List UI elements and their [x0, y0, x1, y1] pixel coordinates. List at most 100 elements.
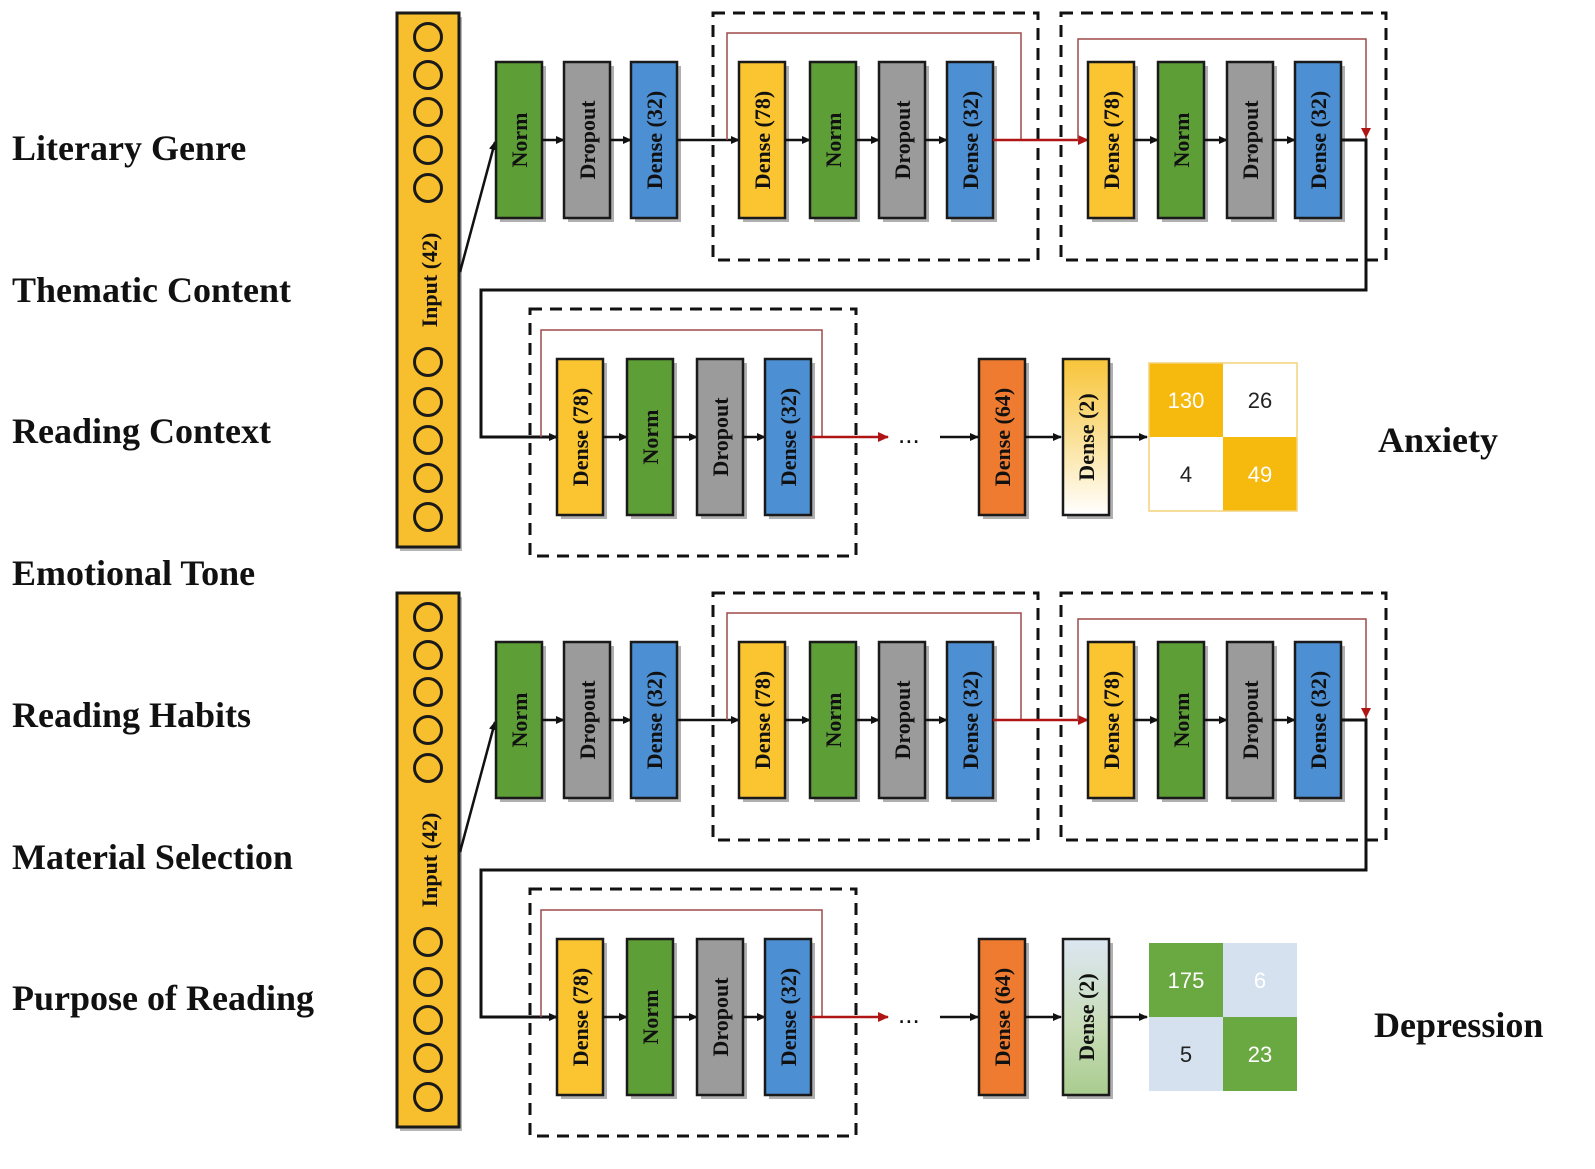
net1-block-c-dropout-label: Dropout [708, 397, 733, 477]
net1-block-b-dropout: Dropout [1225, 60, 1277, 222]
net2-ellipsis: ... [898, 999, 920, 1029]
net2-matrix-value-r0c0: 175 [1168, 968, 1205, 993]
net2-residual-arrowhead-b [1361, 708, 1371, 718]
net1-matrix-value-r0c1: 26 [1248, 388, 1272, 413]
net2-row-wrap-connector [479, 718, 1368, 1019]
net1-block-b-dense-78: Dense (78) [1086, 60, 1138, 222]
net1-stage1-norm-label: Norm [507, 113, 532, 168]
net2-matrix-value-r1c1: 23 [1248, 1042, 1272, 1067]
net1-block-c-dense-78-label: Dense (78) [568, 388, 593, 486]
net1-matrix-cell [1149, 363, 1223, 437]
net2-residual-block-c [528, 887, 858, 1138]
net2-input-neuron [413, 753, 443, 783]
net1-block-a-dropout: Dropout [877, 60, 929, 222]
net1-residual-block-b [1059, 11, 1388, 262]
net2-residual-skip-b [1077, 618, 1367, 720]
net1-block-c-dense-32-label: Dense (32) [776, 388, 801, 486]
net1-block-a-dense-32-label: Dense (32) [958, 91, 983, 189]
feature-label-thematic-content: Thematic Content [12, 270, 291, 310]
net1-matrix-value-r1c1: 49 [1248, 462, 1272, 487]
net1-matrix-cell [1223, 363, 1297, 437]
net1-block-c-dense-78: Dense (78) [555, 357, 607, 519]
net1-block-c-dense-32: Dense (32) [763, 357, 815, 519]
net1-row-wrap-connector [479, 138, 1368, 439]
net1-stage1-dropout-label: Dropout [575, 100, 600, 180]
net1-stage1-norm: Norm [494, 60, 546, 222]
net1-residual-block-c [528, 307, 858, 558]
net1-input-neuron [413, 463, 443, 493]
net2-input-neuron [413, 1005, 443, 1035]
net1-input-neuron [413, 387, 443, 417]
net1-ellipsis: ... [898, 419, 920, 449]
net2-block-a-norm-label: Norm [821, 693, 846, 748]
net1-head-dense-64-label: Dense (64) [990, 388, 1015, 486]
net2-stage1-norm: Norm [494, 640, 546, 802]
net2-block-a-dense-32: Dense (32) [945, 640, 997, 802]
feature-label-reading-habits: Reading Habits [12, 695, 251, 735]
net1-block-b-dense-78-label: Dense (78) [1099, 91, 1124, 189]
net1-block-b-norm: Norm [1156, 60, 1208, 222]
net2-head-output-dense-2: Dense (2) [1061, 937, 1113, 1099]
net2-head-dense-64-label: Dense (64) [990, 968, 1015, 1066]
net2-block-c-norm-label: Norm [638, 990, 663, 1045]
net1-residual-block-a [711, 11, 1040, 262]
net2-block-a-norm: Norm [808, 640, 860, 802]
net1-input-neuron [413, 60, 443, 90]
net2-block-b-norm: Norm [1156, 640, 1208, 802]
net2-block-a-dense-78: Dense (78) [737, 640, 789, 802]
net2-stage1-dense-32-label: Dense (32) [642, 671, 667, 769]
net2-residual-skip-c [540, 909, 823, 1017]
net2-block-b-dropout-label: Dropout [1238, 680, 1263, 760]
net2-residual-block-a [711, 591, 1040, 842]
net2-block-c-dropout-label: Dropout [708, 977, 733, 1057]
net1-input-neuron [413, 425, 443, 455]
net1-input-neuron [413, 502, 443, 532]
net1-block-a-dropout-label: Dropout [890, 100, 915, 180]
net1-stage1-dense-32-label: Dense (32) [642, 91, 667, 189]
net1-block-b-norm-label: Norm [1169, 113, 1194, 168]
net2-matrix-cell [1149, 943, 1223, 1017]
net2-output-label: Depression [1374, 1005, 1543, 1045]
net1-block-c-dropout: Dropout [695, 357, 747, 519]
net2-input-neuron [413, 602, 443, 632]
net1-input-label: Input (42) [417, 233, 442, 328]
net1-block-a-dense-32: Dense (32) [945, 60, 997, 222]
net2-block-c-dense-32: Dense (32) [763, 937, 815, 1099]
net2-stage1-dropout-label: Dropout [575, 680, 600, 760]
net2-input-neuron [413, 967, 443, 997]
net2-block-a-dropout: Dropout [877, 640, 929, 802]
net2-block-b-dense-78: Dense (78) [1086, 640, 1138, 802]
net2-input-neuron [413, 715, 443, 745]
net1-matrix-cell [1223, 437, 1297, 511]
net1-block-a-norm: Norm [808, 60, 860, 222]
net2-block-b-dense-32: Dense (32) [1293, 640, 1345, 802]
net1-matrix-value-r0c0: 130 [1168, 388, 1205, 413]
net1-input-neuron [413, 97, 443, 127]
net1-input-arrow [458, 141, 497, 273]
net1-head-output-dense-2-label: Dense (2) [1074, 393, 1099, 480]
net1-block-b-dropout-label: Dropout [1238, 100, 1263, 180]
net2-block-b-dropout: Dropout [1225, 640, 1277, 802]
net1-stage1-dropout: Dropout [562, 60, 614, 222]
net2-block-c-norm: Norm [625, 937, 677, 1099]
net2-block-b-dense-78-label: Dense (78) [1099, 671, 1124, 769]
net1-residual-skip-a [726, 32, 1022, 140]
net2-block-c-dense-32-label: Dense (32) [776, 968, 801, 1066]
net2-block-a-dense-78-label: Dense (78) [750, 671, 775, 769]
feature-label-emotional-tone: Emotional Tone [12, 553, 255, 593]
net1-stage1-dense-32: Dense (32) [629, 60, 681, 222]
net1-block-c-norm: Norm [625, 357, 677, 519]
net2-block-a-dense-32-label: Dense (32) [958, 671, 983, 769]
net1-block-b-dense-32: Dense (32) [1293, 60, 1345, 222]
feature-label-literary-genre: Literary Genre [12, 128, 246, 168]
net2-stage1-dense-32: Dense (32) [629, 640, 681, 802]
net2-matrix-value-r0c1: 6 [1254, 968, 1266, 993]
net1-residual-arrowhead-b [1361, 128, 1371, 138]
net1-input-layer: Input (42) [395, 11, 462, 551]
net2-block-a-dropout-label: Dropout [890, 680, 915, 760]
net1-matrix-value-r1c0: 4 [1180, 462, 1192, 487]
net2-block-c-dense-78-label: Dense (78) [568, 968, 593, 1066]
net1-head-dense-64: Dense (64) [977, 357, 1029, 519]
